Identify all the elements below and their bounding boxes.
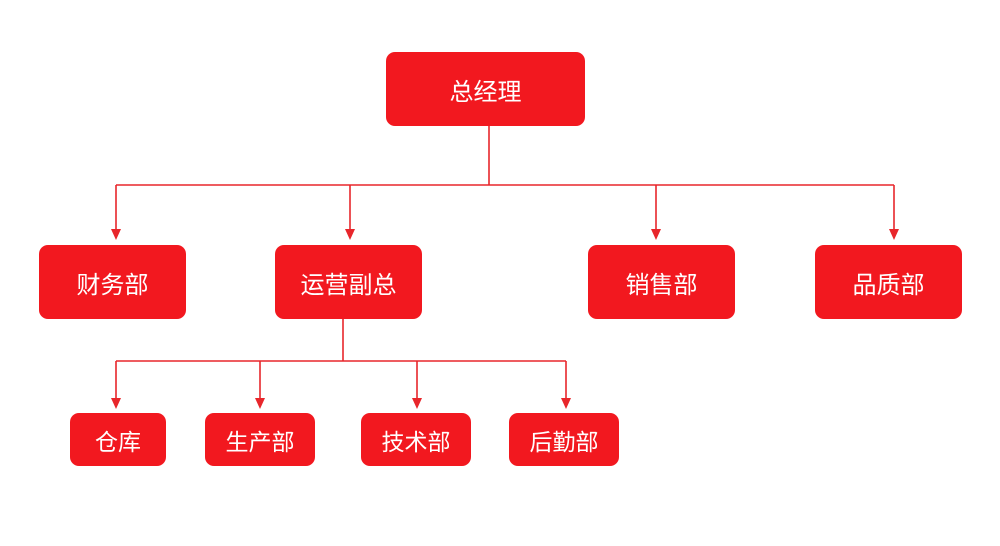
node-warehouse: 仓库 [70, 413, 166, 466]
arrowhead-sales [651, 229, 661, 240]
arrowhead-technology [412, 398, 422, 409]
node-finance-dept-label: 财务部 [76, 270, 149, 299]
arrowhead-production [255, 398, 265, 409]
arrowhead-warehouse [111, 398, 121, 409]
node-logistics-dept-label: 后勤部 [529, 429, 599, 456]
arrowhead-logistics [561, 398, 571, 409]
arrowhead-quality [889, 229, 899, 240]
arrowhead-operations [345, 229, 355, 240]
node-quality-dept: 品质部 [815, 245, 962, 319]
node-finance-dept: 财务部 [39, 245, 186, 319]
node-operations-vp-label: 运营副总 [300, 270, 397, 299]
node-technology-dept: 技术部 [361, 413, 471, 466]
node-general-manager: 总经理 [386, 52, 585, 126]
node-sales-dept: 销售部 [588, 245, 735, 319]
node-general-manager-label: 总经理 [449, 77, 522, 106]
node-quality-dept-label: 品质部 [852, 270, 925, 299]
node-operations-vp: 运营副总 [275, 245, 422, 319]
node-warehouse-label: 仓库 [95, 429, 141, 456]
node-sales-dept-label: 销售部 [625, 270, 698, 299]
arrowhead-finance [111, 229, 121, 240]
node-logistics-dept: 后勤部 [509, 413, 619, 466]
node-technology-dept-label: 技术部 [381, 429, 451, 456]
node-production-dept: 生产部 [205, 413, 315, 466]
node-production-dept-label: 生产部 [225, 429, 295, 456]
